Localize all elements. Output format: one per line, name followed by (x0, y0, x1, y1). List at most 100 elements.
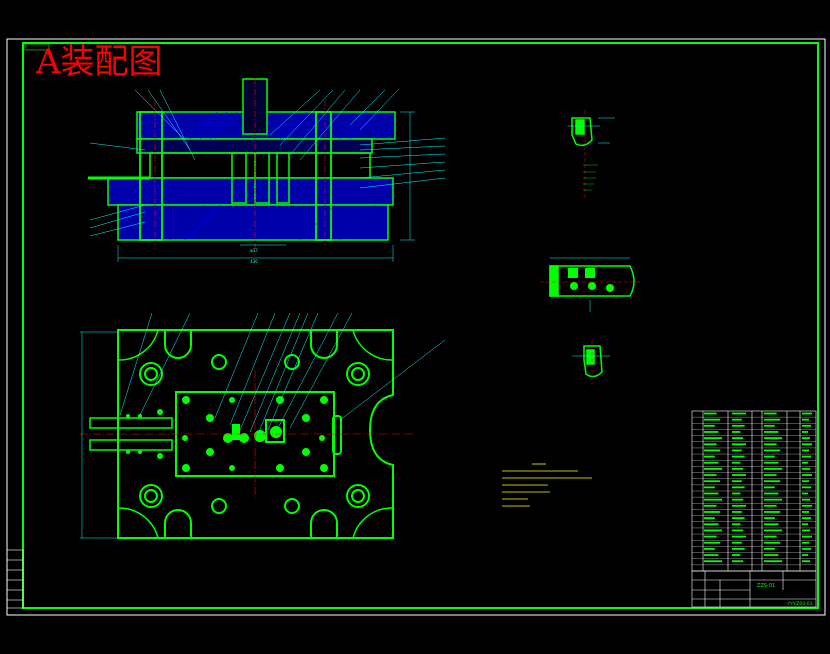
parts-row-entry (704, 474, 717, 476)
title-block-part-code: YYY.Z04-01 (787, 601, 813, 607)
parts-row-entry (802, 474, 812, 476)
parts-row-entry (704, 535, 717, 538)
parts-row-entry (764, 412, 777, 415)
parts-row-entry (802, 492, 808, 495)
parts-row-entry (764, 418, 781, 421)
parts-row-entry (732, 517, 745, 520)
revision-stub (6, 549, 24, 609)
parts-row-entry (764, 541, 781, 544)
parts-row-entry (802, 504, 812, 507)
parts-row-entry (704, 511, 721, 513)
parts-row-entry (802, 517, 811, 520)
parts-row-entry (732, 547, 745, 550)
parts-row-entry (764, 535, 777, 538)
parts-row-entry (704, 504, 717, 507)
parts-row-entry (764, 474, 777, 476)
parts-row-entry (704, 431, 719, 433)
parts-row-entry (764, 498, 782, 501)
parts-row-entry (732, 449, 742, 452)
parts-row-entry (732, 511, 742, 513)
parts-row-entry (732, 412, 746, 415)
parts-row-entry (704, 529, 722, 532)
plan-view (80, 312, 446, 539)
parts-row-entry (732, 431, 741, 433)
parts-row-entry (764, 449, 781, 452)
parts-row-entry (802, 437, 810, 440)
parts-row-entry (732, 523, 741, 526)
parts-row-entry (704, 498, 722, 501)
parts-row-entry (732, 443, 746, 446)
parts-row-entry (704, 560, 722, 563)
title-block (691, 570, 817, 608)
parts-row-entry (764, 424, 775, 427)
parts-row-entry (732, 554, 741, 556)
detail-view-top (568, 110, 615, 200)
parts-row-entry (802, 529, 810, 532)
parts-row-entry (732, 437, 744, 440)
parts-row-entry (764, 443, 777, 446)
parts-row-entry (802, 449, 809, 452)
parts-row-entry (764, 492, 779, 495)
parts-row-entry (704, 461, 719, 464)
parts-row-entry (732, 560, 744, 563)
parts-row-entry (764, 523, 779, 526)
parts-row-entry (704, 412, 717, 415)
parts-row-entry (764, 511, 781, 513)
dim-overall: 436 (250, 259, 258, 264)
parts-row-entry (764, 455, 775, 458)
section-view: ø37 436 (88, 78, 446, 264)
parts-row-entry (764, 486, 775, 489)
parts-row-entry (764, 517, 775, 520)
parts-row-entry (802, 541, 809, 544)
parts-row-entry (732, 455, 745, 458)
parts-row-entry (704, 492, 719, 495)
parts-row-entry (802, 535, 812, 538)
parts-row-entry (802, 511, 809, 513)
parts-row-entry (802, 424, 811, 427)
parts-row-entry (704, 437, 722, 440)
parts-row-entry (802, 547, 811, 550)
parts-row-entry (802, 431, 808, 433)
parts-row-entry (802, 467, 810, 470)
parts-row-entry (802, 523, 808, 526)
parts-row-entry (732, 467, 744, 470)
parts-row-entry (764, 504, 777, 507)
parts-row-entry (802, 486, 811, 489)
parts-row-entry (802, 412, 812, 415)
parts-row-entry (732, 474, 746, 476)
parts-row-entry (704, 541, 721, 544)
parts-row-entry (764, 547, 775, 550)
parts-row-entry (704, 517, 715, 520)
parts-row-entry (732, 480, 742, 483)
parts-row-entry (802, 418, 809, 421)
parts-row-entry (732, 504, 746, 507)
parts-row-entry (732, 535, 746, 538)
parts-row-entry (764, 529, 782, 532)
parts-row-entry (704, 443, 717, 446)
parts-row-entry (704, 480, 721, 483)
detail-view-small (572, 340, 610, 385)
parts-row-entry (764, 554, 779, 556)
parts-row-entry (764, 467, 782, 470)
parts-row-entry (802, 498, 810, 501)
parts-row-entry (802, 443, 812, 446)
inner-frame (22, 42, 819, 609)
parts-row-entry (802, 461, 808, 464)
corner-label-box (24, 43, 50, 51)
parts-row-entry (704, 523, 719, 526)
title-block-drawing-code: ZZS-01 (757, 583, 775, 589)
dim-inner: ø37 (250, 248, 258, 253)
technical-notes (502, 463, 592, 507)
parts-row-entry (704, 418, 721, 421)
parts-row-entry (704, 554, 719, 556)
parts-row-entry (764, 437, 782, 440)
parts-row-entry (732, 541, 742, 544)
parts-row-entry (732, 486, 745, 489)
parts-row-entry (732, 492, 741, 495)
parts-row-entry (704, 449, 721, 452)
parts-row-entry (764, 560, 782, 563)
drawing-title: A装配图 (35, 42, 163, 82)
detail-view-strip (540, 257, 640, 312)
parts-row-entry (802, 560, 810, 563)
